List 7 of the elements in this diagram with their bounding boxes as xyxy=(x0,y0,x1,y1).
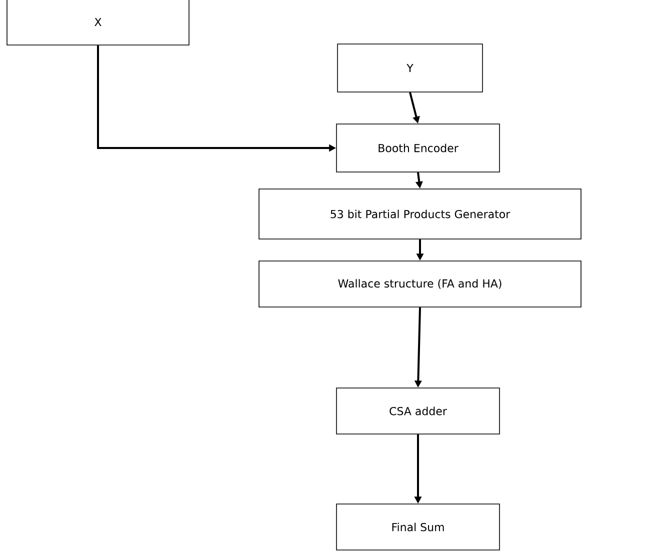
process-box: 53 bit Partial Products Generator xyxy=(258,188,582,240)
process-box: Y xyxy=(337,44,483,92)
process-box: CSA adder xyxy=(336,388,500,434)
process-box: Booth Encoder xyxy=(336,124,500,172)
process-box: Final Sum xyxy=(336,504,500,550)
process-box: X xyxy=(6,0,190,46)
process-box: Wallace structure (FA and HA) xyxy=(258,260,582,308)
